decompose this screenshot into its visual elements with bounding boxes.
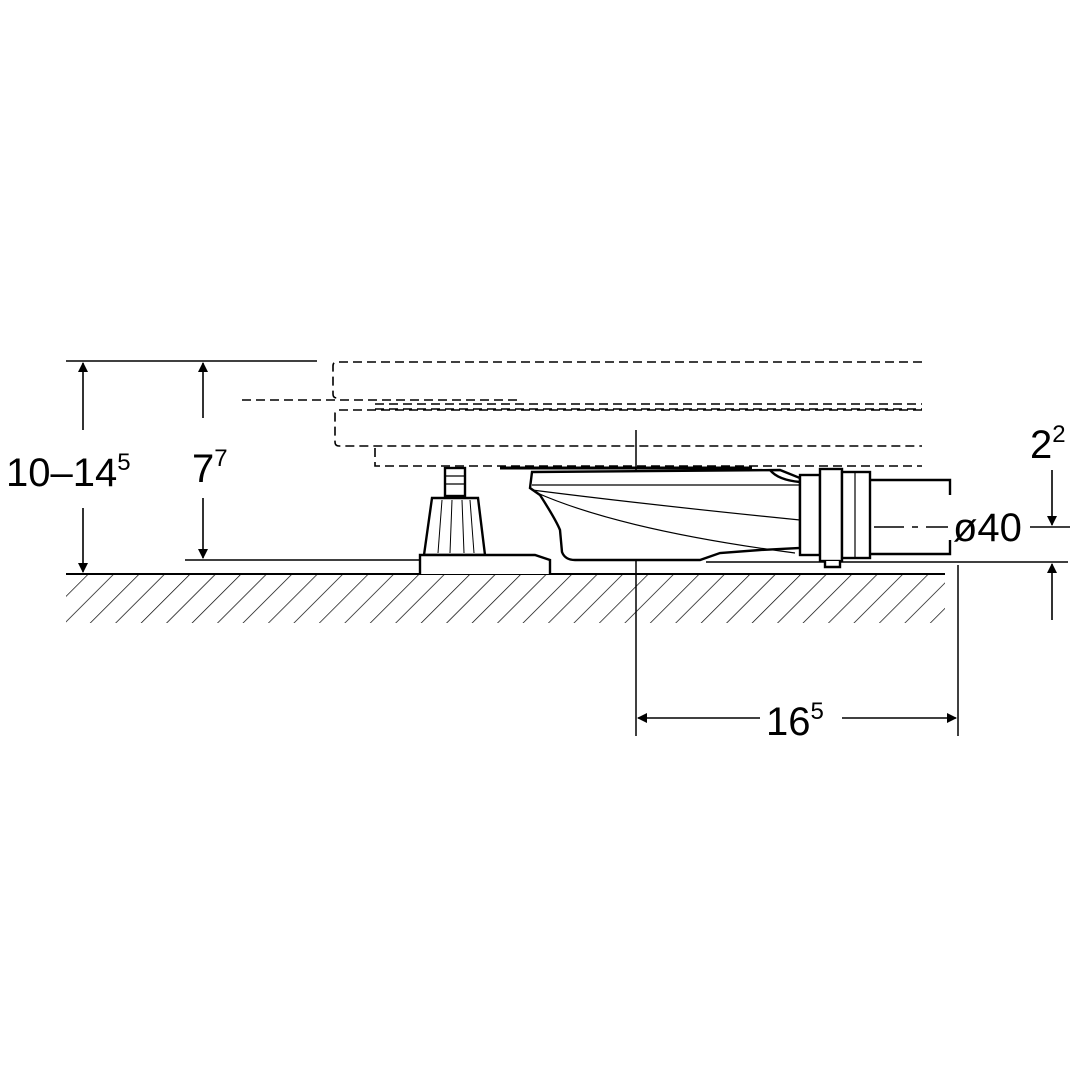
dimension-arrows: [78, 362, 1057, 723]
floor-build-up-dashed: [242, 361, 922, 467]
floor-hatching: [30, 570, 985, 630]
dim-drain-height: 77: [192, 445, 228, 491]
dim-total-height: 10–145: [6, 449, 131, 495]
adjustable-foot: [418, 466, 552, 574]
dim-outlet-offset: 22: [1030, 421, 1066, 467]
outlet-pipe: [870, 478, 952, 556]
dim-pipe-diameter: ø40: [953, 506, 1022, 550]
outlet-coupling: [798, 467, 872, 569]
drain-body: [500, 466, 802, 562]
dim-centre-to-end: 165: [766, 698, 824, 744]
